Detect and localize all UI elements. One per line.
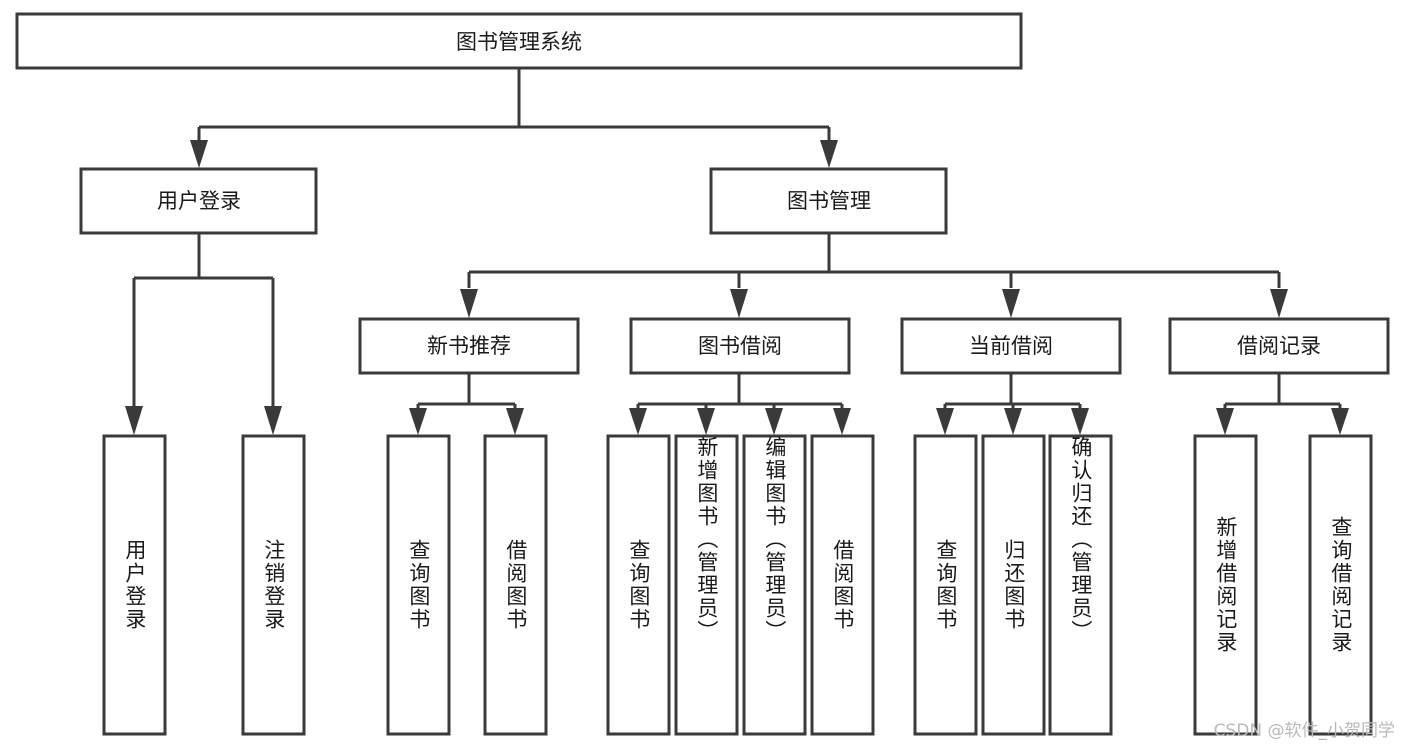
node-borrow-record-label: 借阅记录 (1237, 334, 1321, 358)
connector-current-borrow-bus (943, 373, 1082, 412)
root-node-box[interactable] (15, 12, 1023, 70)
arrowhead-to-current-borrow (1002, 289, 1020, 318)
connector-user-login-bus (132, 233, 275, 292)
connector-book-management-bus (467, 233, 1281, 288)
root-node-label: 图书管理系统 (456, 30, 582, 54)
arrowhead-leaf-user-login-1 (125, 406, 143, 435)
node-layer: 图书管理系统 用户登录 图书管理 新书推荐 图书借阅 当前借阅 借阅记录 (15, 12, 1390, 736)
connector-book-borrow-bus (636, 373, 844, 412)
arrowhead-leaf-borrowrecord-2 (1331, 408, 1349, 435)
node-book-borrow-box[interactable] (629, 317, 851, 375)
arrowhead-leaf-borrowrecord-1 (1216, 408, 1234, 435)
leaf-box-borrow-record-2[interactable] (1308, 434, 1373, 736)
leaf-box-new-book-2[interactable] (483, 434, 548, 736)
node-user-login-label: 用户登录 (157, 189, 241, 213)
arrowhead-leaf-currentborrow-1 (936, 408, 954, 435)
node-borrow-record-box[interactable] (1168, 317, 1390, 375)
node-new-book-recommend-label: 新书推荐 (427, 334, 511, 358)
arrowhead-leaf-user-login-2 (264, 406, 282, 435)
node-book-management-label: 图书管理 (787, 189, 871, 213)
node-book-management-box[interactable] (709, 167, 948, 235)
connector-root-bus (197, 68, 831, 142)
arrowhead-leaf-newbook-2 (506, 408, 524, 435)
node-new-book-recommend-box[interactable] (358, 317, 580, 375)
leaf-box-current-borrow-1[interactable] (913, 434, 978, 736)
arrowhead-to-borrow-record (1270, 289, 1288, 318)
leaf-box-book-borrow-3[interactable] (742, 434, 807, 736)
leaf-box-current-borrow-3[interactable] (1048, 434, 1113, 736)
connector-borrow-record-bus (1223, 373, 1342, 412)
node-current-borrow-box[interactable] (900, 317, 1122, 375)
node-current-borrow-label: 当前借阅 (969, 334, 1053, 358)
arrowhead-leaf-bookborrow-4 (833, 408, 851, 435)
leaf-box-book-borrow-1[interactable] (606, 434, 671, 736)
connector-layer (125, 68, 1349, 435)
leaf-box-user-login-1[interactable] (102, 434, 167, 736)
arrowhead-to-book-borrow (730, 289, 748, 318)
arrowhead-to-book-management (820, 140, 838, 168)
node-book-borrow-label: 图书借阅 (698, 334, 782, 358)
arrowhead-leaf-bookborrow-3 (765, 408, 783, 435)
leaf-box-book-borrow-2[interactable] (674, 434, 739, 736)
arrowhead-to-user-login (190, 140, 208, 168)
node-user-login-box[interactable] (79, 167, 318, 235)
arrowhead-leaf-currentborrow-3 (1071, 408, 1089, 435)
arrowhead-leaf-currentborrow-2 (1004, 408, 1022, 435)
watermark-text: CSDN @软件_小贺同学 (1213, 721, 1395, 741)
leaf-box-user-login-2[interactable] (241, 434, 306, 736)
arrowhead-leaf-bookborrow-2 (697, 408, 715, 435)
leaf-box-borrow-record-1[interactable] (1193, 434, 1258, 736)
arrowhead-to-new-book-recommend (460, 289, 478, 318)
arrowhead-leaf-bookborrow-1 (629, 408, 647, 435)
leaf-box-current-borrow-2[interactable] (981, 434, 1046, 736)
connector-new-book-bus (416, 373, 517, 412)
leaf-box-new-book-1[interactable] (386, 434, 451, 736)
leaf-box-book-borrow-4[interactable] (810, 434, 875, 736)
arrowhead-leaf-newbook-1 (409, 408, 427, 435)
